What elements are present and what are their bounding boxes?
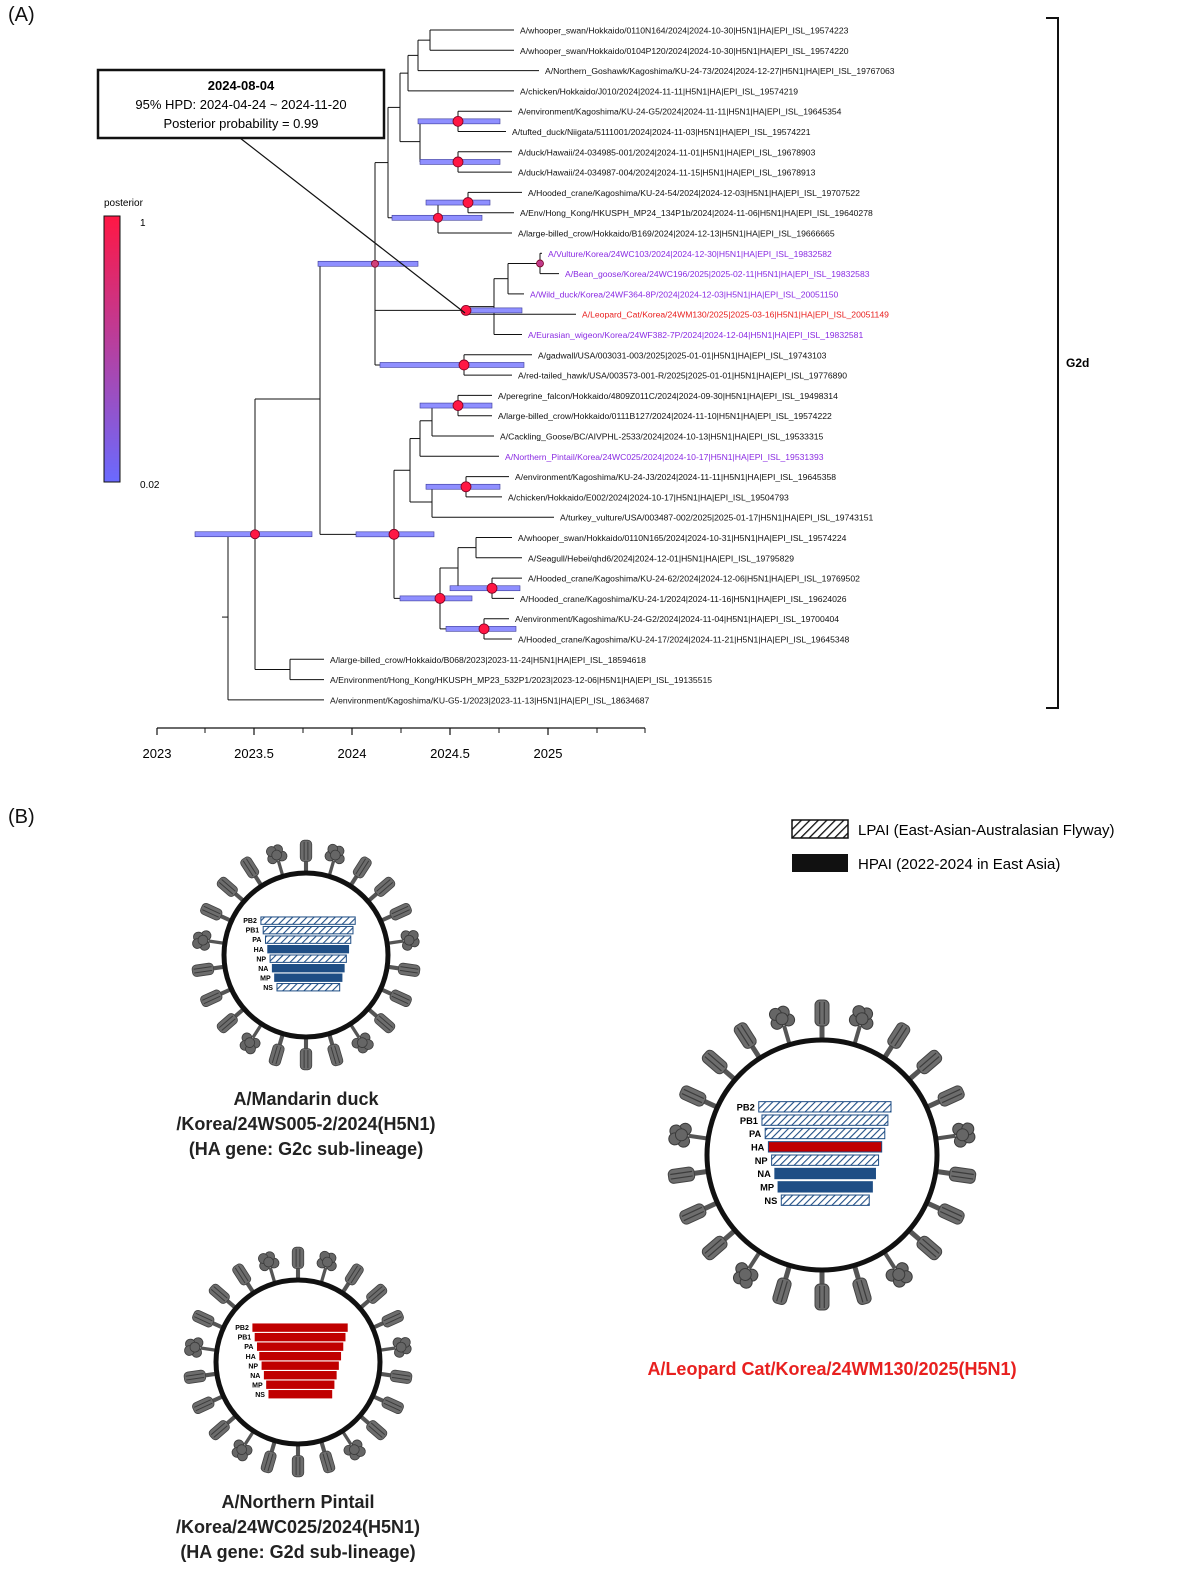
virus3-name: A/Leopard Cat/Korea/24WM130/2025(H5N1): [647, 1359, 1016, 1379]
legend-title: posterior: [104, 198, 144, 209]
panel-a-label: (A): [8, 4, 35, 26]
leaf-label: A/large-billed_crow/Hokkaido/B068/2023|2…: [330, 655, 646, 665]
leaf-label: A/environment/Kagoshima/KU-G5-1/2023|202…: [330, 695, 650, 705]
virus1-name-line1: A/Mandarin duck: [233, 1089, 379, 1109]
leaf-label: A/Environment/Hong_Kong/HKUSPH_MP23_532P…: [330, 675, 712, 685]
segment-label: NP: [256, 956, 266, 963]
time-axis: 2023 2023.5 2024 2024.5 2025: [143, 727, 646, 761]
leaf-label: A/Wild_duck/Korea/24WF364-8P/2024|2024-1…: [530, 289, 839, 299]
leaf-label: A/chicken/Hokkaido/E002/2024|2024-10-17|…: [508, 492, 789, 502]
segment-label: PB1: [246, 928, 260, 935]
leaf-label: A/Hooded_crane/Kagoshima/KU-24-1/2024|20…: [520, 594, 847, 604]
callout-date: 2024-08-04: [208, 78, 275, 93]
leaf-label: A/environment/Kagoshima/KU-24-G2/2024|20…: [515, 614, 839, 624]
leaf-label: A/Eurasian_wigeon/Korea/24WF382-7P/2024|…: [528, 330, 863, 340]
lpai-swatch: [791, 819, 849, 839]
segment-label: NA: [258, 966, 268, 973]
axis-tick-label: 2023: [143, 746, 172, 761]
leaf-label: A/Bean_goose/Korea/24WC196/2025|2025-02-…: [565, 269, 870, 279]
segment-label: PB2: [235, 1325, 249, 1332]
segment-label: PB1: [740, 1116, 758, 1126]
legend-max: 1: [140, 218, 146, 229]
panel-b-label: (B): [8, 806, 35, 828]
segment-label: NA: [250, 1373, 260, 1380]
axis-tick-label: 2023.5: [234, 746, 274, 761]
mrca-callout: 2024-08-04 95% HPD: 2024-04-24 ~ 2024-11…: [96, 68, 466, 314]
virus2-name-line1: A/Northern Pintail: [221, 1492, 374, 1512]
leaf-label: A/large-billed_crow/Hokkaido/B169/2024|2…: [518, 229, 835, 239]
leaf-label: A/Hooded_crane/Kagoshima/KU-24-17/2024|2…: [518, 635, 849, 645]
segment-label: NS: [764, 1196, 777, 1206]
pathotype-key: LPAI (East-Asian-Australasian Flyway) HP…: [791, 819, 1114, 873]
segment-label: PA: [244, 1344, 253, 1351]
leaf-label: A/Hooded_crane/Kagoshima/KU-24-54/2024|2…: [528, 188, 860, 198]
leaf-label: A/Leopard_Cat/Korea/24WM130/2025|2025-03…: [582, 310, 889, 320]
virus2-name-line2: /Korea/24WC025/2024(H5N1): [176, 1517, 420, 1537]
leaf-label: A/environment/Kagoshima/KU-24-J3/2024|20…: [515, 472, 836, 482]
callout-hpd: 95% HPD: 2024-04-24 ~ 2024-11-20: [135, 97, 346, 112]
leaf-label: A/environment/Kagoshima/KU-24-G5/2024|20…: [518, 107, 842, 117]
segment-label: NP: [755, 1156, 768, 1166]
phylogenetic-tree: A/whooper_swan/Hokkaido/0110N164/2024|20…: [96, 17, 1089, 761]
leaf-label: A/duck/Hawaii/24-034987-004/2024|2024-11…: [518, 168, 816, 178]
clade-label: G2d: [1066, 356, 1089, 370]
leaf-label: A/duck/Hawaii/24-034985-001/2024|2024-11…: [518, 147, 816, 157]
segment-label: MP: [760, 1182, 774, 1192]
leaf-label: A/whooper_swan/Hokkaido/0104P120/2024|20…: [520, 46, 849, 56]
leaf-label: A/Hooded_crane/Kagoshima/KU-24-62/2024|2…: [528, 574, 860, 584]
callout-posterior: Posterior probability = 0.99: [163, 116, 318, 131]
leaf-label: A/Env/Hong_Kong/HKUSPH_MP24_134P1b/2024|…: [520, 208, 873, 218]
leaf-label: A/turkey_vulture/USA/003487-002/2025|202…: [560, 513, 873, 523]
leaf-label: A/large-billed_crow/Hokkaido/0111B127/20…: [498, 411, 832, 421]
virus2-name-line3: (HA gene: G2d sub-lineage): [180, 1542, 415, 1562]
leaf-label: A/Vulture/Korea/24WC103/2024|2024-12-30|…: [548, 249, 832, 259]
segment-label: NS: [255, 1392, 265, 1399]
segment-label: MP: [252, 1382, 263, 1389]
leaf-label: A/whooper_swan/Hokkaido/0110N164/2024|20…: [520, 26, 849, 36]
hpai-key-label: HPAI (2022-2024 in East Asia): [858, 856, 1060, 873]
segment-label: NS: [263, 985, 273, 992]
leaf-label: A/chicken/Hokkaido/J010/2024|2024-11-11|…: [520, 86, 798, 96]
axis-tick-label: 2024: [338, 746, 367, 761]
segment-label: PB2: [737, 1102, 755, 1112]
virus1-name-line3: (HA gene: G2c sub-lineage): [189, 1139, 423, 1159]
segment-label: NP: [248, 1363, 258, 1370]
segment-label: HA: [254, 947, 264, 954]
leaf-label: A/Northern_Pintail/Korea/24WC025/2024|20…: [505, 452, 824, 462]
axis-tick-label: 2024.5: [430, 746, 470, 761]
segment-label: PB1: [238, 1335, 252, 1342]
posterior-legend: posterior 1 0.02: [103, 198, 160, 491]
leaf-label: A/peregrine_falcon/Hokkaido/4809Z011C/20…: [498, 391, 838, 401]
lpai-key-label: LPAI (East-Asian-Australasian Flyway): [858, 822, 1114, 839]
leaf-label: A/Cackling_Goose/BC/AIVPHL-2533/2024|202…: [500, 432, 824, 442]
leaf-label: A/whooper_swan/Hokkaido/0110N165/2024|20…: [518, 533, 847, 543]
clade-bracket: G2d: [1046, 17, 1089, 709]
segment-label: MP: [260, 975, 271, 982]
hpai-swatch: [792, 854, 848, 872]
segment-label: PA: [749, 1129, 762, 1139]
leaf-label: A/Seagull/Hebei/qhd6/2024|2024-12-01|H5N…: [528, 553, 794, 563]
segment-label: HA: [246, 1354, 256, 1361]
segment-label: PA: [252, 937, 261, 944]
segment-label: HA: [751, 1142, 765, 1152]
virus1-name-line2: /Korea/24WS005-2/2024(H5N1): [176, 1114, 435, 1134]
leaf-label: A/tufted_duck/Niigata/5111001/2024|2024-…: [512, 127, 811, 137]
segment-label: PB2: [243, 918, 257, 925]
leaf-label: A/red-tailed_hawk/USA/003573-001-R/2025|…: [518, 371, 847, 381]
axis-tick-label: 2025: [534, 746, 563, 761]
leaf-label: A/Northern_Goshawk/Kagoshima/KU-24-73/20…: [545, 66, 895, 76]
leaf-label: A/gadwall/USA/003031-003/2025|2025-01-01…: [538, 350, 827, 360]
legend-min: 0.02: [140, 480, 160, 491]
segment-label: NA: [757, 1169, 771, 1179]
